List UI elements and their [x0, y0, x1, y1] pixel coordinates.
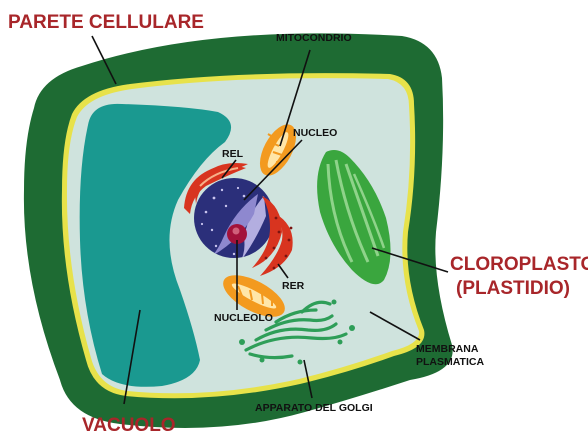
nucleus-label: NUCLEO [293, 127, 337, 139]
chloroplast-sublabel: (PLASTIDIO) [456, 278, 570, 299]
nucleolus-label: NUCLEOLO [214, 312, 273, 324]
vacuole-label: VACUOLO [82, 415, 176, 436]
mitochondrion-label: MITOCONDRIO [276, 32, 352, 44]
membrane-sublabel: PLASMATICA [416, 356, 484, 368]
cell-wall-label: PARETE CELLULARE [8, 12, 204, 33]
golgi-label: APPARATO DEL GOLGI [255, 402, 373, 414]
smooth-er-label: REL [222, 148, 244, 160]
membrane-label: MEMBRANA [416, 343, 479, 355]
rough-er-label: RER [282, 280, 305, 292]
chloroplast-label: CLOROPLASTO [450, 254, 588, 275]
